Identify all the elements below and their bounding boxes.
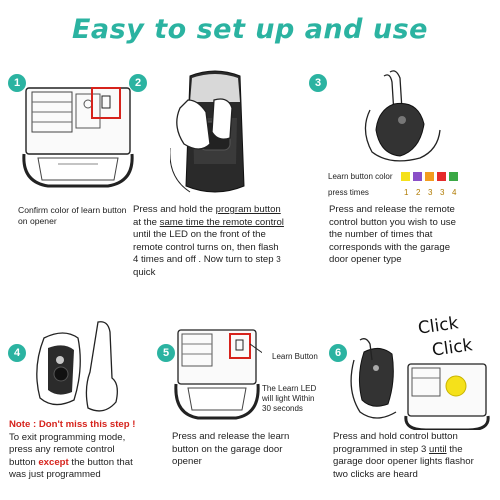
learn-led-note: The Learn LED will light Within 30 secon… bbox=[262, 384, 337, 414]
step-4-except: except bbox=[38, 456, 69, 468]
step-3-line-5: door opener type bbox=[329, 254, 402, 266]
step-4-warning: Note : Don't miss this step ! bbox=[9, 419, 136, 430]
press-time-2: 2 bbox=[416, 188, 421, 197]
step-2-text: Press and hold the program button at the… bbox=[133, 204, 333, 280]
step-5-line-3: opener bbox=[172, 456, 202, 468]
step-6-line-4: two clicks are heard bbox=[333, 468, 418, 480]
step-4-line-2: press any remote control bbox=[9, 444, 115, 456]
step-4-line-3a: button bbox=[9, 456, 39, 468]
step-1-badge: 1 bbox=[8, 74, 26, 92]
step-6-until: until bbox=[428, 443, 447, 455]
step-4-badge: 4 bbox=[8, 344, 26, 362]
press-times-label: press times bbox=[328, 188, 369, 197]
learn-color-label: Learn button color bbox=[328, 172, 393, 181]
step-2-line-3: until the LED on the front of the bbox=[133, 229, 266, 241]
step-2-line-2a: at the bbox=[133, 216, 160, 228]
step-3-text: Press and release the remote control but… bbox=[329, 204, 494, 267]
learn-button-callout: Learn Button bbox=[272, 352, 318, 361]
step-6-line-2c: the bbox=[446, 443, 463, 455]
step-3-badge: 3 bbox=[309, 74, 327, 92]
press-time-4: 3 bbox=[440, 188, 445, 197]
step-3-line-4: corresponds with the garage bbox=[329, 241, 451, 253]
learn-led-note-2: will light Within bbox=[262, 394, 315, 403]
step-3-line-1: Press and release the remote bbox=[329, 204, 455, 215]
step-1-text: Confirm color of learn button on opener bbox=[18, 205, 127, 226]
page-title: Easy to set up and use bbox=[71, 14, 428, 45]
press-time-5: 4 bbox=[452, 188, 457, 197]
color-swatch-red bbox=[436, 172, 446, 182]
step-2-line-6: quick bbox=[133, 266, 156, 278]
step-3-line-2: control button you wish to use bbox=[329, 216, 456, 228]
step-2-line-5a: 4 times and off . Now turn to step bbox=[133, 254, 277, 266]
step-5-text: Press and release the learn button on th… bbox=[172, 431, 327, 469]
color-swatch-yellow bbox=[400, 172, 410, 182]
step-4-line-4: was just programmed bbox=[9, 469, 101, 481]
step-4-line-3c: the button that bbox=[68, 456, 133, 468]
learn-led-note-1: The Learn LED bbox=[262, 384, 317, 393]
step-4-line-1: To exit programming mode, bbox=[9, 431, 126, 443]
color-swatch-purple bbox=[412, 172, 422, 182]
step-6-badge: 6 bbox=[329, 344, 347, 362]
learn-color-row: Learn button color bbox=[328, 172, 461, 182]
step-2-line-5b: 3 bbox=[276, 255, 281, 265]
remote-hold-illustration bbox=[170, 70, 245, 193]
step-6-line-1: Press and hold control button bbox=[333, 431, 458, 442]
step-5-line-2: button on the garage door bbox=[172, 443, 283, 455]
remote-press-illustration bbox=[364, 70, 441, 162]
learn-led-note-3: 30 seconds bbox=[262, 404, 303, 413]
step-5-line-1: Press and release the learn bbox=[172, 431, 290, 442]
step-2-line-2b: same time the remote control bbox=[159, 216, 284, 228]
step-6-line-3: garage door opener lights flashor bbox=[333, 456, 474, 468]
color-swatch-green bbox=[448, 172, 458, 182]
step-2-line-4: remote control turns on, then flash bbox=[133, 241, 279, 253]
step-6-text: Press and hold control button programmed… bbox=[333, 431, 500, 481]
step-2-line-1a: Press and hold the bbox=[133, 204, 216, 215]
step-2-line-1b: program button bbox=[215, 204, 281, 215]
press-time-1: 1 bbox=[404, 188, 409, 197]
opener-learn-illustration bbox=[174, 329, 262, 420]
step-5-badge: 5 bbox=[157, 344, 175, 362]
press-time-3: 3 bbox=[428, 188, 433, 197]
step-4-text: Note : Don't miss this step ! To exit pr… bbox=[9, 419, 184, 482]
step-3-line-3: the number of times that bbox=[329, 229, 433, 241]
color-swatch-orange bbox=[424, 172, 434, 182]
step-6-line-2a: programmed in step 3 bbox=[333, 443, 429, 455]
remote-exit-illustration bbox=[36, 321, 118, 412]
garage-opener-illustration bbox=[22, 87, 134, 188]
step-2-badge: 2 bbox=[129, 74, 147, 92]
opener-flash-illustration bbox=[350, 338, 490, 430]
